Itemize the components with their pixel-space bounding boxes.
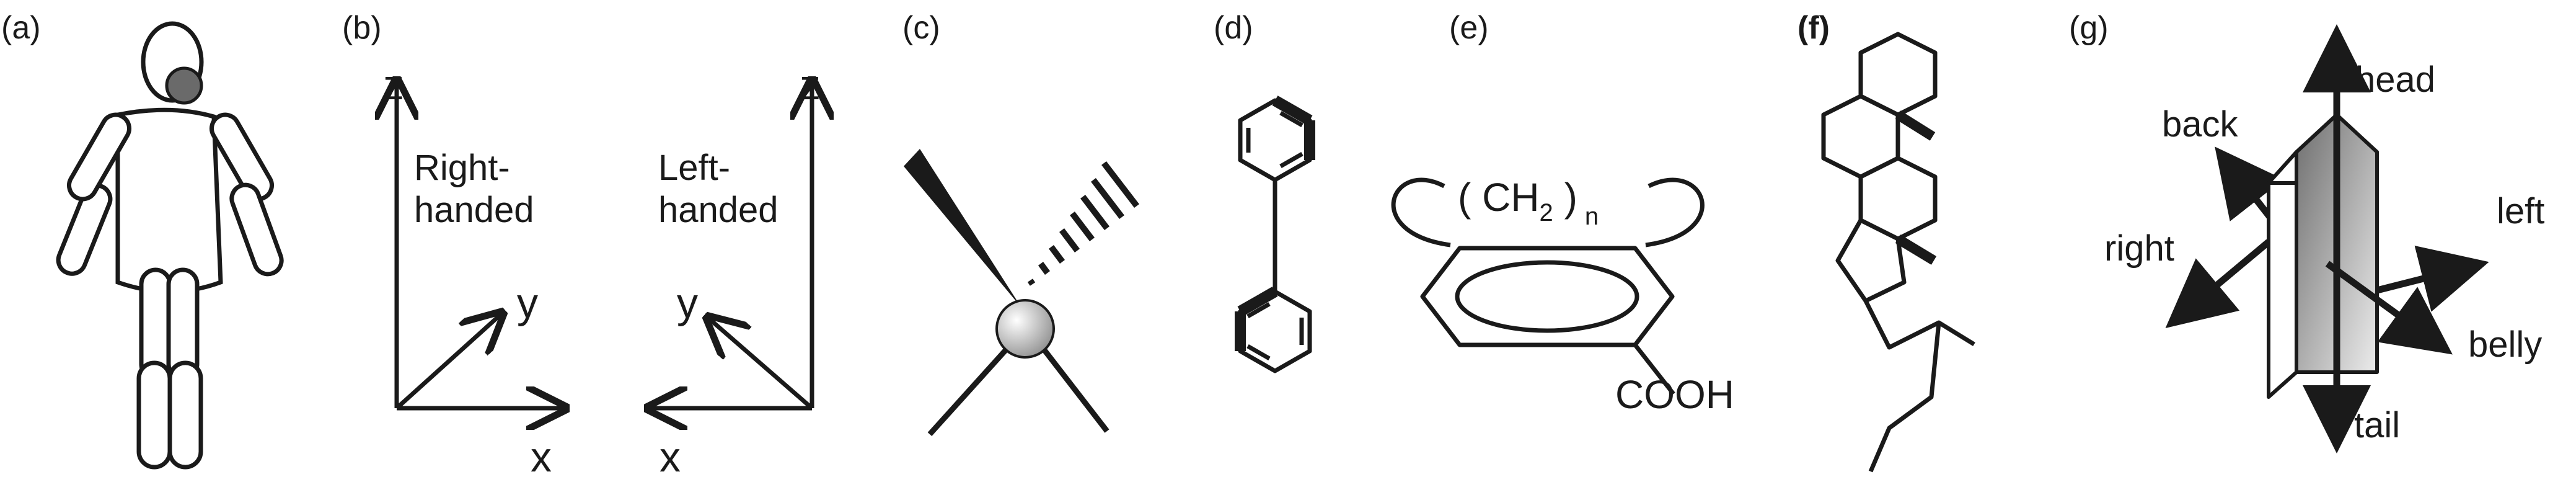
arrow-back <box>2215 146 2284 226</box>
panel-d-label: (d) <box>1214 10 1253 46</box>
right-handed-caption-1: Right- <box>414 148 510 188</box>
right-lower-arm <box>229 182 284 277</box>
bond-lower-left <box>927 336 1019 437</box>
stereocenter-atom <box>995 299 1055 359</box>
z-label-right: z <box>383 61 404 109</box>
right-handed-axes <box>397 81 565 408</box>
panel-b: (b) z y x Right- handed z y x Left- hand… <box>342 10 821 481</box>
x-label-right: x <box>531 434 552 481</box>
left-handed-caption-1: Left- <box>658 148 730 188</box>
side-chain <box>1863 300 1975 350</box>
chain-open: ( CH2 )n <box>1458 175 1599 230</box>
hashed-bond <box>1027 161 1139 286</box>
label-right: right <box>2104 228 2174 269</box>
x-label-left: x <box>659 434 681 481</box>
methyl-lower <box>1895 234 1937 265</box>
right-shin <box>167 360 203 470</box>
cooh-label: COOH <box>1615 372 1734 417</box>
left-lower-arm <box>56 183 113 276</box>
direction-arrows-front <box>2303 24 2489 453</box>
side-chain-tail <box>1868 322 1941 473</box>
cyclophane <box>1391 177 1705 396</box>
panel-c-label: (c) <box>902 10 940 46</box>
y-label-right: y <box>517 280 538 327</box>
bond-lower-right <box>1033 336 1109 433</box>
methyl-upper <box>1895 110 1936 141</box>
label-head: head <box>2355 60 2435 100</box>
y-label-left: y <box>677 280 698 327</box>
block-side <box>2267 150 2298 399</box>
left-upper-arm <box>67 112 131 202</box>
ring-d <box>1835 218 1907 303</box>
y-axis-right <box>395 313 502 410</box>
y-axis-left <box>708 318 814 410</box>
bold-edge-upper <box>1272 96 1313 125</box>
panel-f: (f) <box>1797 10 1975 473</box>
steroid <box>1821 32 1975 473</box>
arrow-belly <box>2325 261 2453 355</box>
left-shin <box>136 360 172 470</box>
left-handed-axes <box>648 81 812 408</box>
z-label-left: z <box>800 61 821 109</box>
panel-f-label: (f) <box>1797 10 1830 46</box>
torso <box>115 107 223 294</box>
panel-d: (d) <box>1214 10 1315 373</box>
bold-edge-lower <box>1237 287 1278 316</box>
human-figure <box>56 21 284 470</box>
panel-g-label: (g) <box>2069 10 2109 46</box>
head-marker <box>165 66 203 105</box>
panel-c: (c) <box>902 10 1139 437</box>
biphenyl <box>1235 96 1315 373</box>
panel-a-label: (a) <box>1 10 41 46</box>
direction-arrows-back <box>2165 146 2284 329</box>
orientation-block <box>2267 113 2379 399</box>
panel-e-label: (e) <box>1449 10 1489 46</box>
panel-e: (e) ( CH2 )n COOH <box>1391 10 1734 417</box>
arrow-left <box>2376 245 2489 312</box>
arrow-right <box>2165 239 2271 329</box>
panel-g: (g) head back left right belly tail <box>2069 10 2544 453</box>
left-handed-caption-2: handed <box>658 190 779 230</box>
aromatic-circle <box>1455 260 1639 333</box>
chain-left-arc <box>1391 177 1451 248</box>
chain-right-arc <box>1645 177 1705 248</box>
right-handed-caption-2: handed <box>414 190 534 230</box>
carboxyl-bond <box>1633 343 1675 396</box>
right-upper-arm <box>210 112 274 202</box>
panel-b-label: (b) <box>342 10 382 46</box>
label-left: left <box>2497 191 2544 231</box>
head-outline <box>141 21 204 103</box>
label-belly: belly <box>2468 324 2542 365</box>
label-tail: tail <box>2354 405 2400 445</box>
wedge-bond <box>904 149 1021 308</box>
panel-a: (a) <box>1 10 284 470</box>
label-back: back <box>2162 104 2239 145</box>
